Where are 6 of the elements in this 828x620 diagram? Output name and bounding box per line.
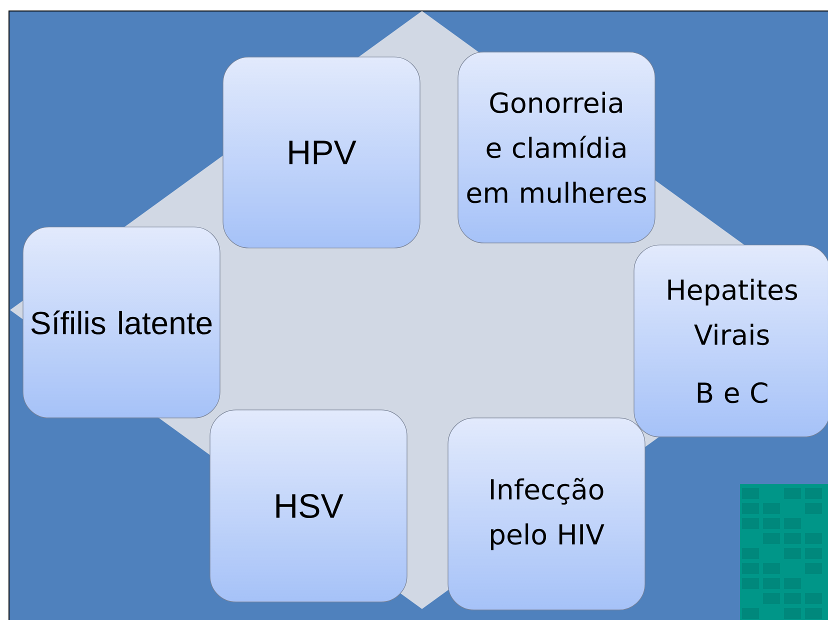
rounded-box: Hepatites Virais B e C — [634, 244, 828, 438]
rounded-box: HPV — [222, 56, 420, 248]
rounded-box: HSV — [210, 410, 408, 602]
rounded-box: Infecção pelo HIV — [448, 418, 646, 610]
rounded-box: Gonorreia e clamídia em mulheres — [458, 52, 656, 244]
rounded-box: Sífilis latente — [22, 226, 220, 418]
